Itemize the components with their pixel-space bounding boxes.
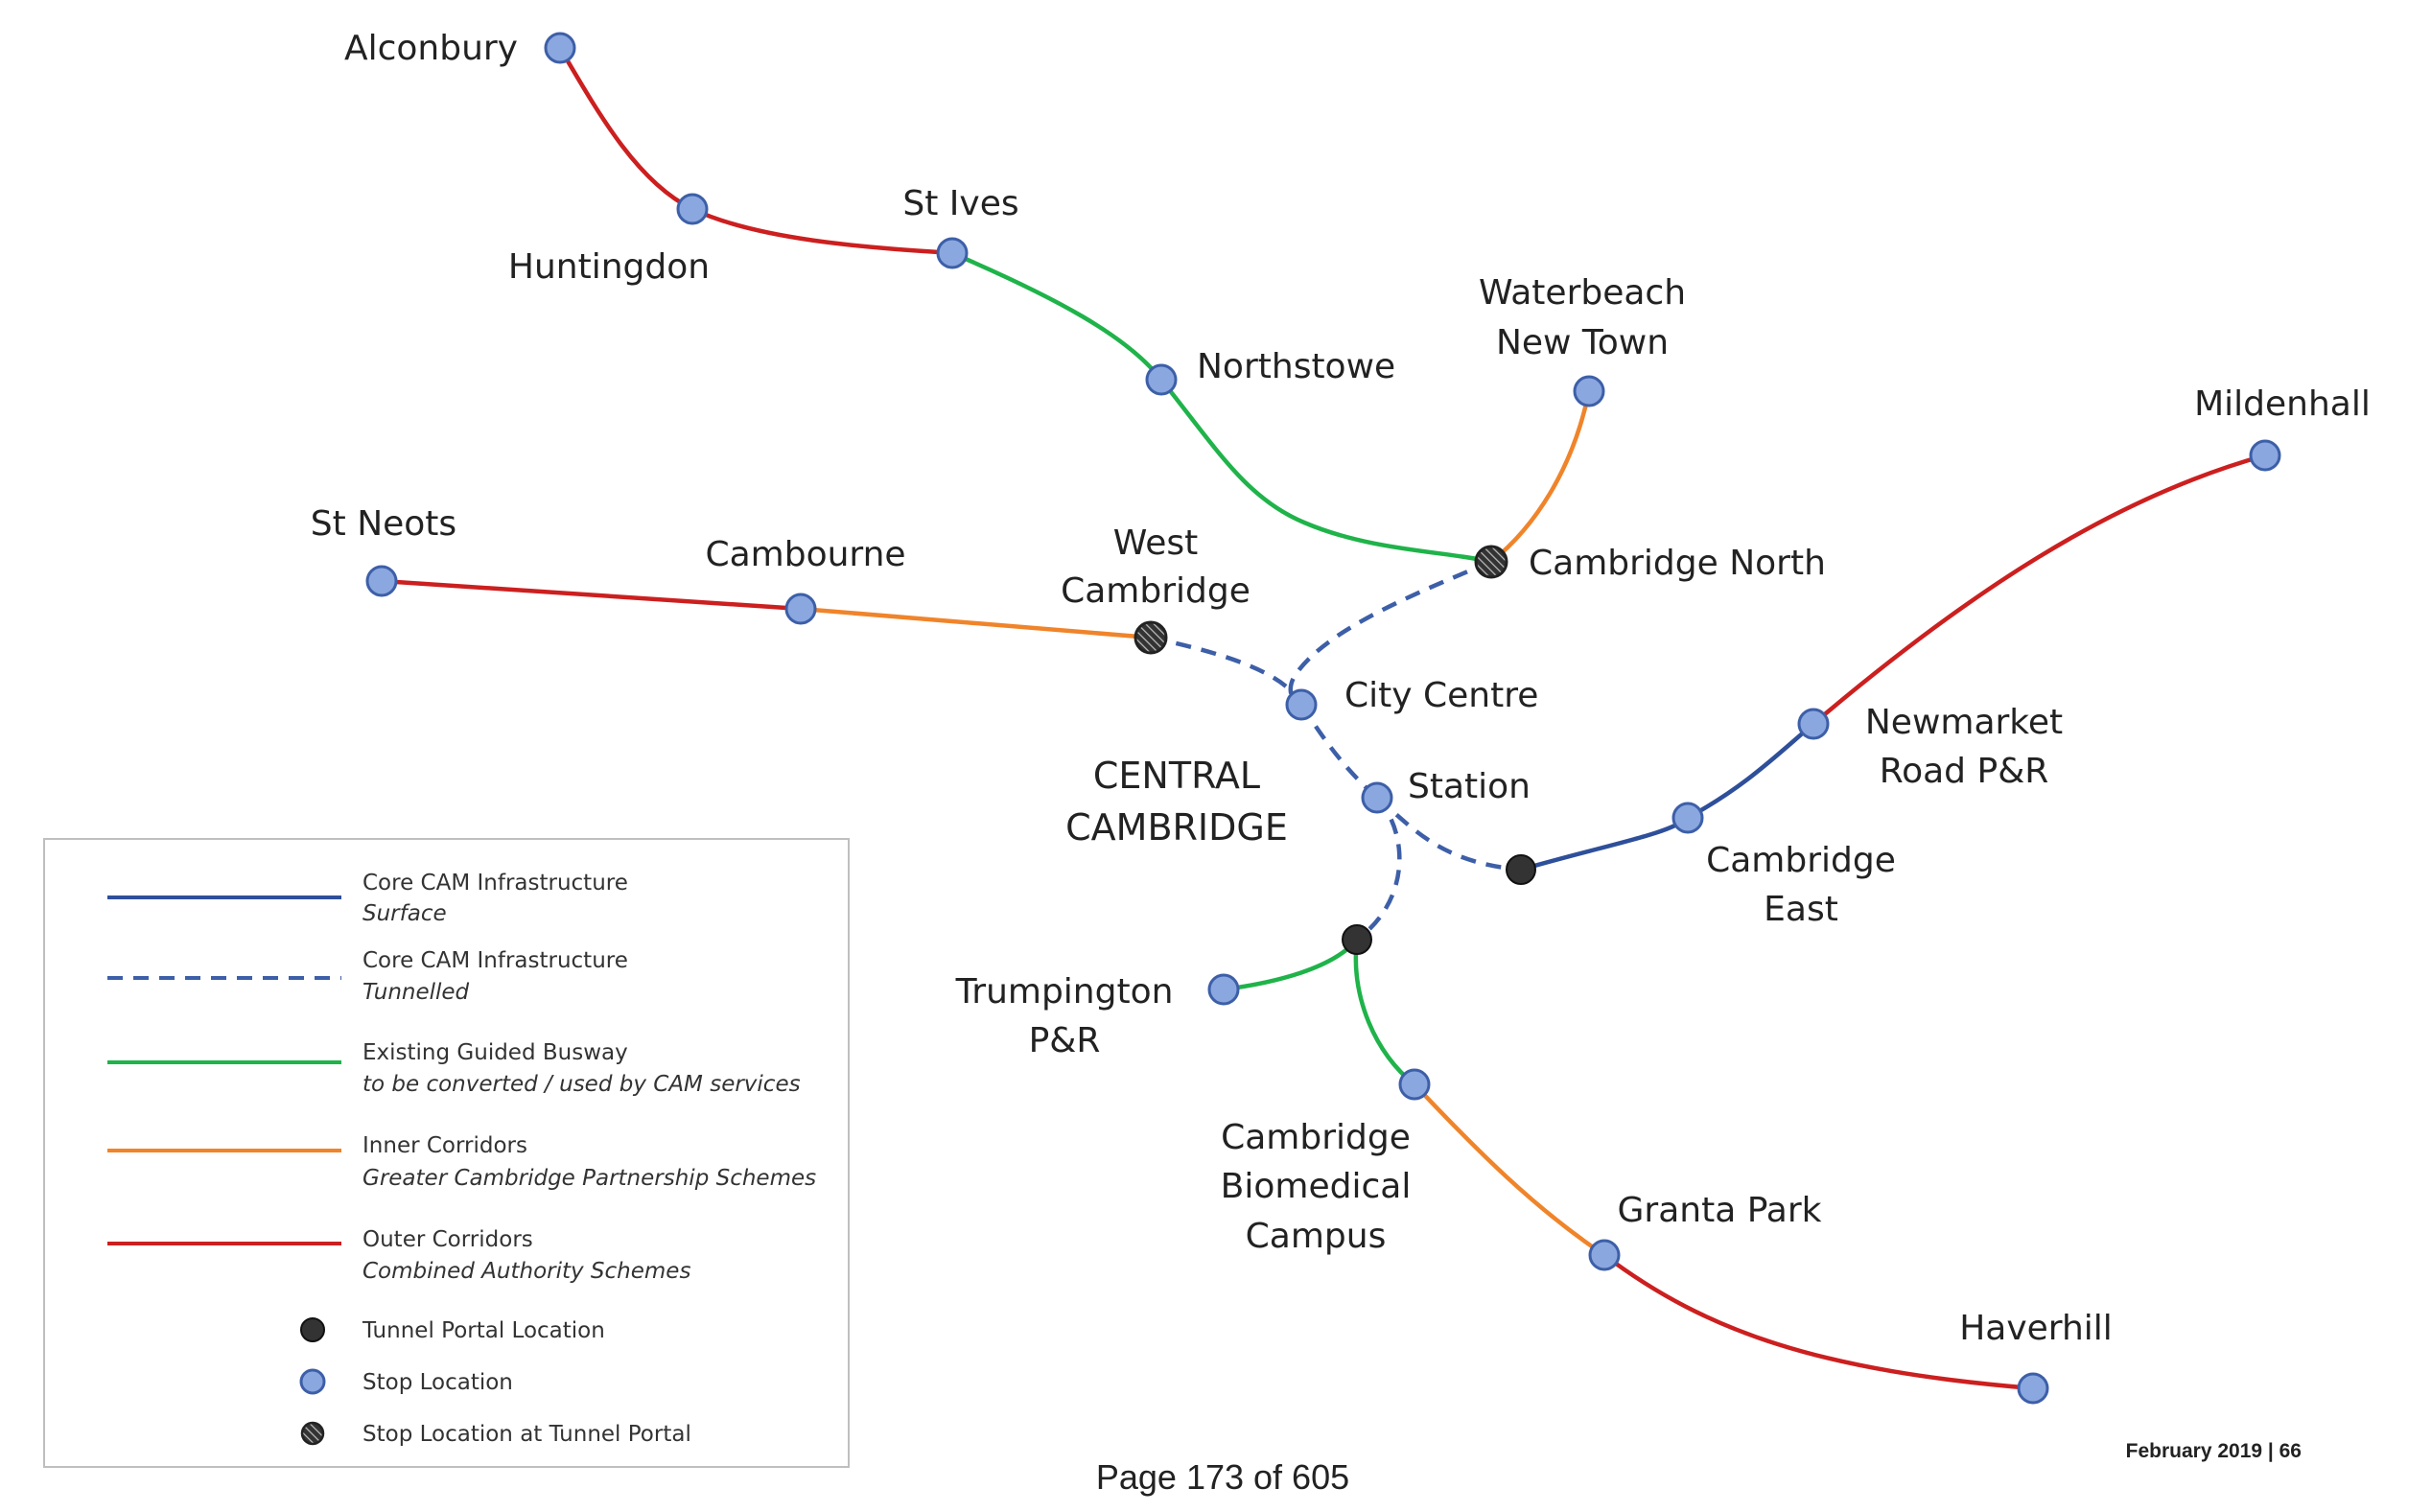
- stop-st-neots[interactable]: [365, 565, 398, 597]
- date-reference: February 2019 | 66: [2126, 1440, 2302, 1462]
- tunnel-north-city: [1288, 559, 1492, 708]
- outer-corridor-alconbury: [558, 46, 953, 256]
- legend-sub-surface: Surface: [362, 901, 447, 926]
- label-alconbury: Alconbury: [344, 29, 518, 68]
- stop-portal-cambridge-north[interactable]: [1474, 545, 1508, 579]
- inner-corridor-granta: [1413, 1082, 1606, 1257]
- busway-st-ives: [951, 250, 1492, 565]
- route-lines: [381, 46, 2266, 1391]
- portal-east: [1506, 854, 1536, 885]
- stop-newmarket-road[interactable]: [1797, 708, 1830, 740]
- station-labels: Alconbury Huntingdon St Ives Northstowe …: [311, 29, 2371, 1348]
- label-central-1: CENTRAL: [1093, 755, 1260, 797]
- label-trumpington-2: P&R: [1029, 1021, 1101, 1060]
- stop-station[interactable]: [1361, 781, 1393, 814]
- legend-sub-tunnelled: Tunnelled: [362, 980, 470, 1005]
- legend-label-stop-portal: Stop Location at Tunnel Portal: [362, 1422, 691, 1447]
- label-central-2: CAMBRIDGE: [1065, 806, 1288, 849]
- label-newmarket-2: Road P&R: [1880, 752, 2049, 791]
- legend-symbol-portal: [300, 1317, 325, 1342]
- label-granta-park: Granta Park: [1618, 1191, 1822, 1230]
- stop-huntingdon[interactable]: [676, 193, 709, 225]
- stops: [365, 32, 2281, 1405]
- label-waterbeach-2: New Town: [1496, 323, 1669, 362]
- busway-trumpington: [1223, 938, 1359, 992]
- label-biomedical-1: Cambridge: [1221, 1118, 1411, 1157]
- legend-symbol-stop: [299, 1368, 326, 1395]
- portal-south: [1342, 924, 1372, 955]
- label-st-ives: St Ives: [902, 184, 1018, 223]
- label-northstowe: Northstowe: [1197, 347, 1395, 386]
- legend-label-stop: Stop Location: [362, 1370, 513, 1395]
- label-trumpington-1: Trumpington: [955, 972, 1174, 1012]
- label-mildenhall: Mildenhall: [2194, 384, 2371, 424]
- label-station: Station: [1408, 767, 1531, 806]
- legend-sub-busway: to be converted / used by CAM services: [362, 1072, 801, 1097]
- label-waterbeach-1: Waterbeach: [1479, 273, 1686, 313]
- stop-cambridge-east[interactable]: [1671, 802, 1704, 834]
- stop-city-centre[interactable]: [1285, 688, 1318, 721]
- label-biomedical-2: Biomedical: [1221, 1167, 1412, 1206]
- stop-haverhill[interactable]: [2017, 1372, 2049, 1405]
- legend-title-inner: Inner Corridors: [362, 1133, 527, 1158]
- stop-northstowe[interactable]: [1145, 363, 1178, 396]
- legend-box: [43, 838, 850, 1468]
- tunnel-city-station: [1299, 703, 1379, 800]
- stop-portal-west-cambridge[interactable]: [1134, 620, 1168, 655]
- label-cambridge-north: Cambridge North: [1529, 544, 1826, 583]
- label-newmarket-1: Newmarket: [1865, 703, 2063, 742]
- stop-cambourne[interactable]: [784, 593, 817, 625]
- outer-corridor-mildenhall: [1812, 453, 2266, 726]
- outer-corridor-st-neots: [381, 578, 802, 612]
- label-west-cambridge-2: Cambridge: [1061, 571, 1251, 611]
- legend-symbol-stop-portal: [300, 1421, 325, 1446]
- legend-title-surface: Core CAM Infrastructure: [362, 871, 628, 896]
- stop-biomedical[interactable]: [1398, 1068, 1431, 1101]
- stop-trumpington[interactable]: [1207, 973, 1240, 1006]
- legend-sub-outer: Combined Authority Schemes: [362, 1259, 690, 1284]
- label-st-neots: St Neots: [311, 504, 456, 544]
- legend-label-portal: Tunnel Portal Location: [362, 1318, 605, 1343]
- busway-biomedical: [1353, 939, 1416, 1086]
- inner-corridor-waterbeach: [1489, 390, 1592, 564]
- legend: Core CAM Infrastructure Surface Core CAM…: [43, 838, 850, 1468]
- label-haverhill: Haverhill: [1959, 1309, 2113, 1348]
- label-west-cambridge-1: West: [1113, 523, 1199, 563]
- label-cambridge-east-1: Cambridge: [1706, 841, 1896, 880]
- inner-corridor-cambourne: [800, 606, 1152, 640]
- stop-waterbeach[interactable]: [1573, 375, 1605, 407]
- stop-granta-park[interactable]: [1588, 1239, 1621, 1271]
- label-city-centre: City Centre: [1344, 676, 1538, 715]
- page-number: Page 173 of 605: [1096, 1457, 1349, 1497]
- stop-st-ives[interactable]: [936, 237, 969, 269]
- label-cambourne: Cambourne: [705, 535, 905, 574]
- stop-alconbury[interactable]: [544, 32, 576, 64]
- stop-mildenhall[interactable]: [2249, 439, 2281, 472]
- tunnel-station-south: [1355, 796, 1402, 942]
- label-biomedical-3: Campus: [1246, 1217, 1387, 1256]
- legend-title-busway: Existing Guided Busway: [362, 1040, 628, 1065]
- label-cambridge-east-2: East: [1764, 890, 1838, 929]
- tunnel-west-city: [1150, 635, 1304, 707]
- label-huntingdon: Huntingdon: [508, 247, 710, 287]
- legend-sub-inner: Greater Cambridge Partnership Schemes: [362, 1166, 816, 1191]
- outer-corridor-haverhill: [1602, 1253, 2034, 1391]
- legend-title-tunnelled: Core CAM Infrastructure: [362, 948, 628, 973]
- legend-title-outer: Outer Corridors: [362, 1227, 533, 1252]
